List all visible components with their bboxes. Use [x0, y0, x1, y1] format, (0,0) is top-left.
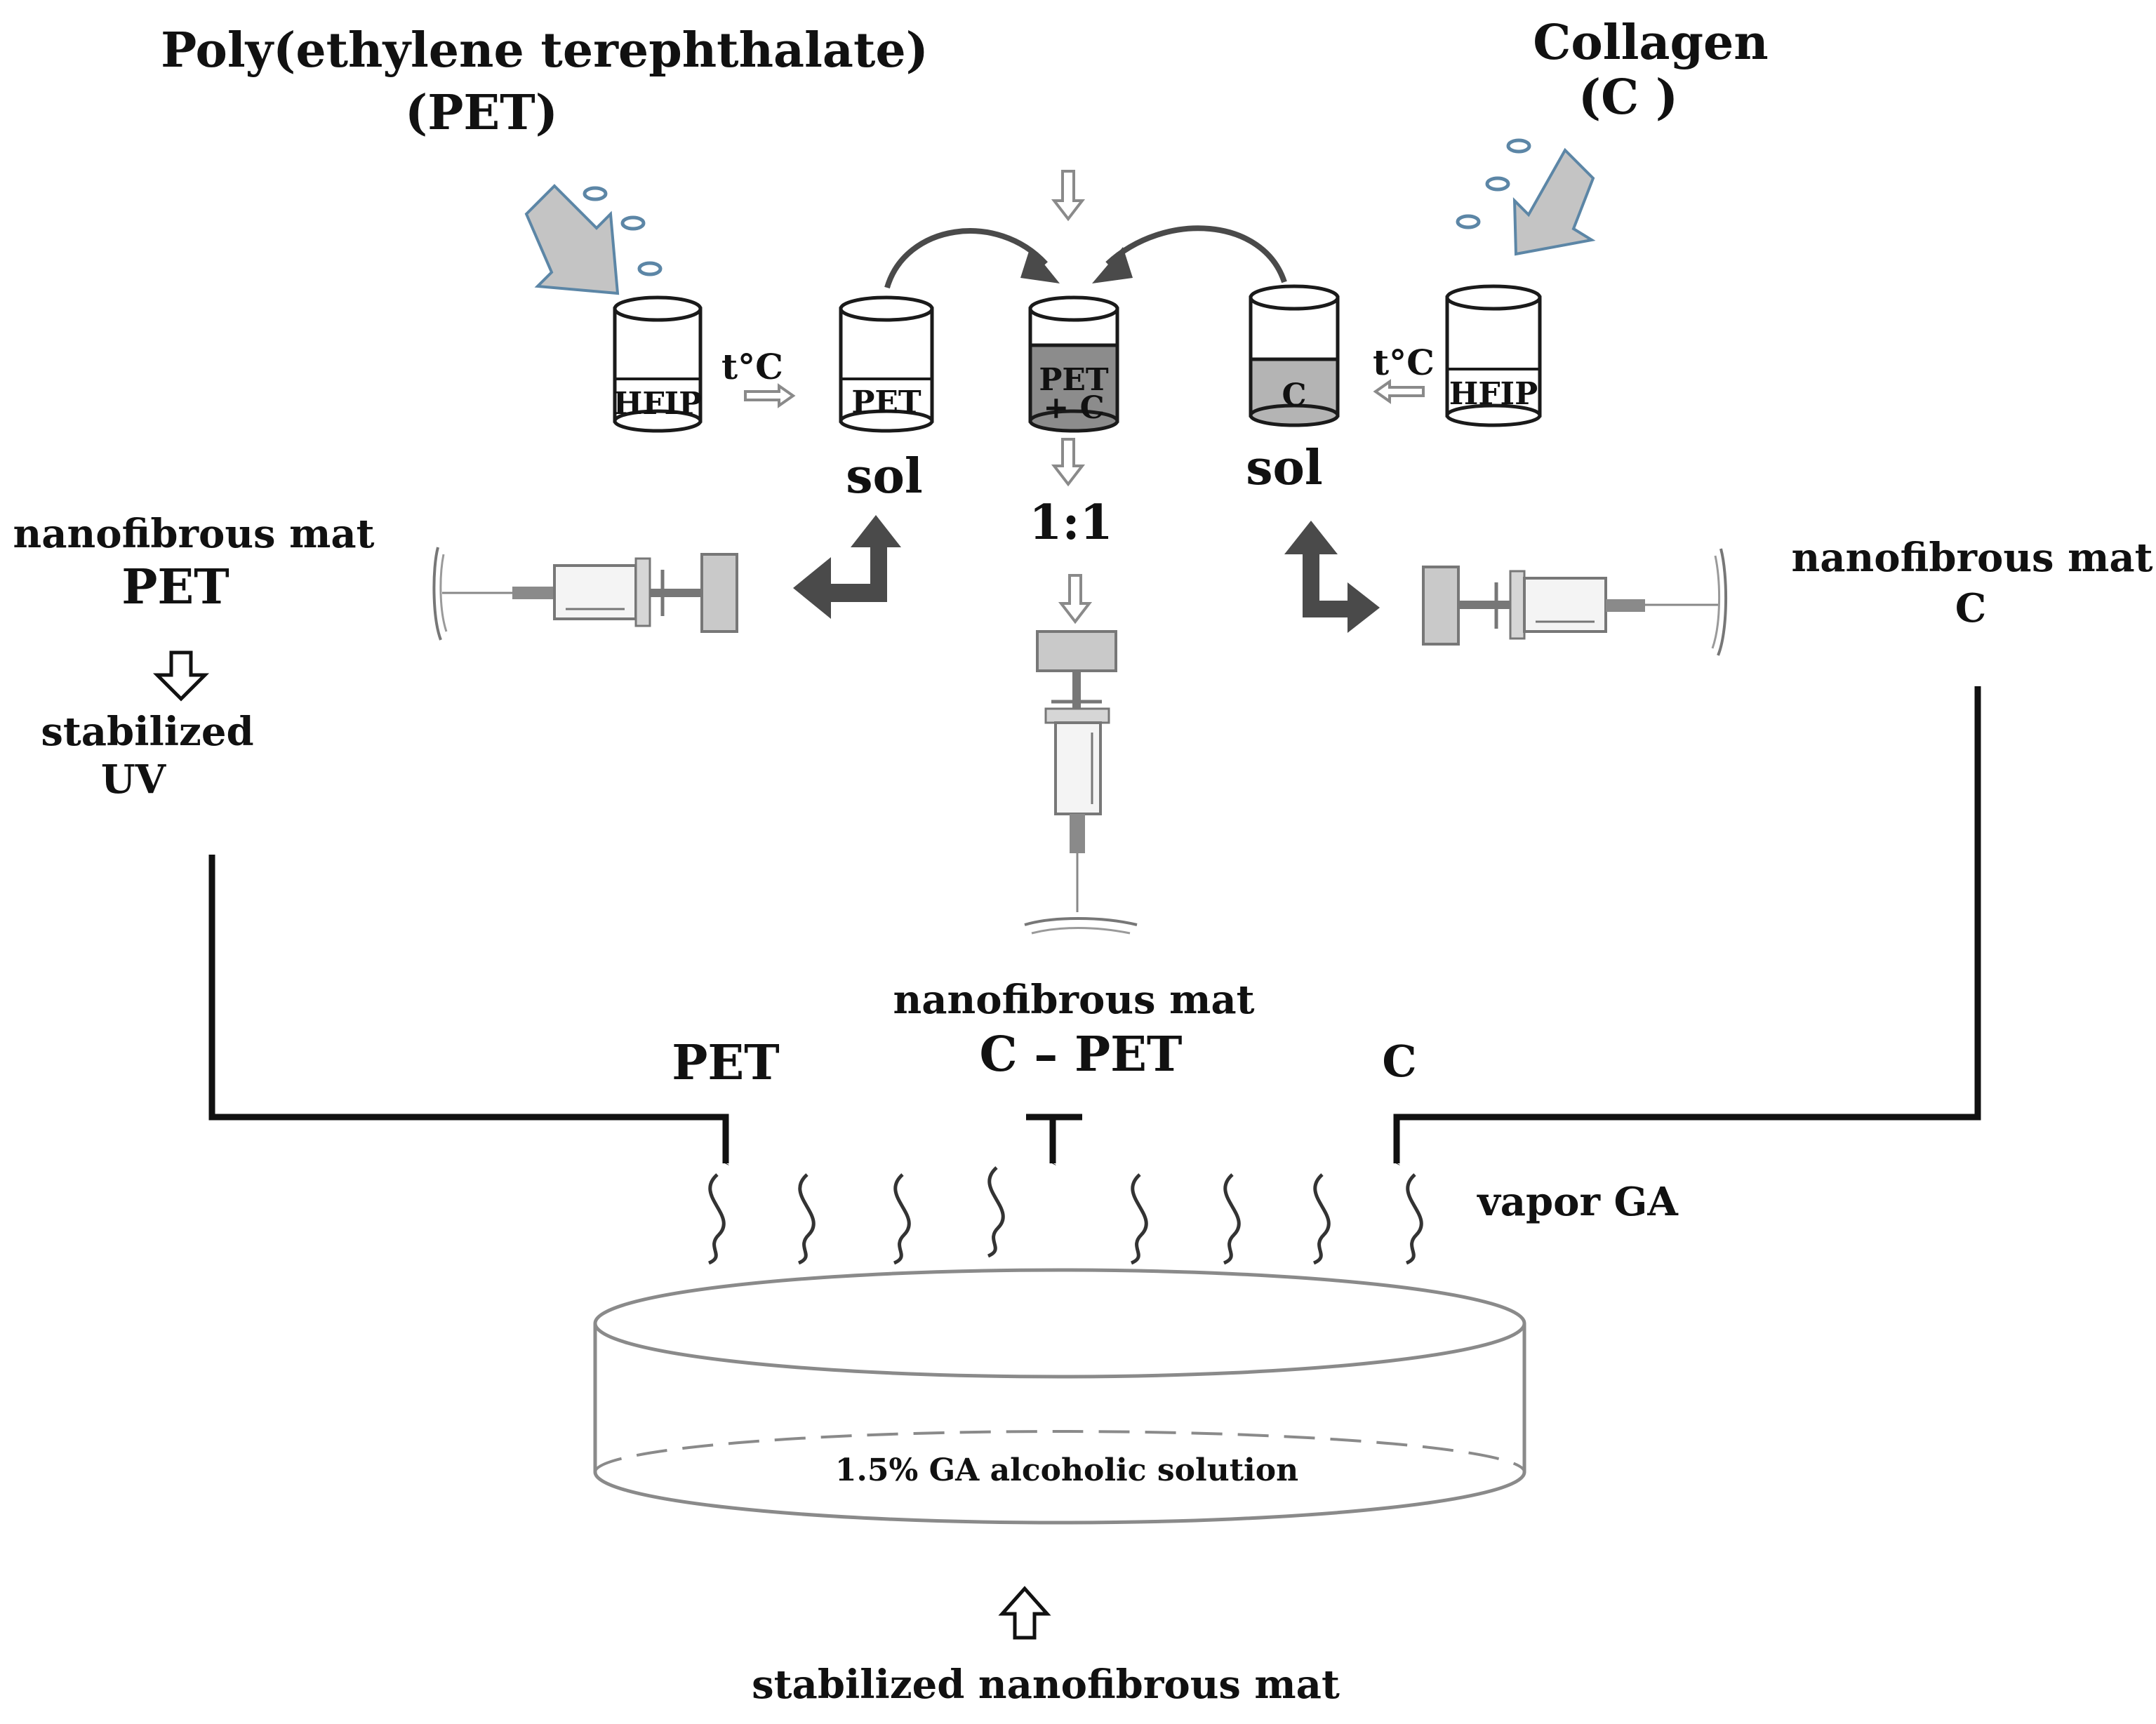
- collagen-solution-beaker: C: [1249, 284, 1340, 427]
- hfip-beaker-right: HFIP: [1445, 284, 1542, 427]
- heating-arrow-right-icon: [1373, 379, 1425, 404]
- right-mat-label: nanofibrous mat: [1792, 535, 2153, 581]
- left-mat-material: PET: [121, 559, 229, 615]
- collagen-sol-label: sol: [1246, 440, 1322, 496]
- mixture-beaker-label-top: PET: [1039, 362, 1109, 398]
- vapor-waves: [707, 1166, 1423, 1265]
- collagen-droplet-icon: [1456, 214, 1481, 229]
- left-down-arrow-icon: [152, 650, 210, 702]
- hfip-beaker-left: HFIP: [613, 295, 703, 433]
- pet-solution-beaker: PET: [839, 295, 934, 433]
- mixture-down-arrow-icon: [1051, 438, 1086, 487]
- footer-up-arrow-icon: [998, 1586, 1051, 1640]
- curved-arrow-left-head: [1020, 247, 1060, 283]
- right-syringe-icon: [1422, 548, 1728, 656]
- vapor-wave-icon: [1312, 1173, 1331, 1265]
- collagen-abbreviation: (C ): [1578, 69, 1678, 126]
- petri-dish-icon: [593, 1268, 1526, 1525]
- left-mat-label: nanofibrous mat: [13, 511, 375, 557]
- curved-arrow-right-icon: [1105, 225, 1287, 283]
- right-mat-material: C: [1955, 585, 1987, 632]
- vapor-wave-icon: [707, 1173, 726, 1265]
- right-connector-line: [1393, 686, 1981, 1163]
- collagen-pour-arrow-icon: [1512, 147, 1596, 256]
- left-elbow-arrow-icon: [793, 515, 901, 619]
- vapor-wave-icon: [893, 1173, 911, 1265]
- stabilized-label: stabilized: [41, 709, 253, 755]
- vapor-wave-icon: [1130, 1173, 1148, 1265]
- footer-label: stabilized nanofibrous mat: [752, 1662, 1340, 1708]
- collagen-beaker-label: C: [1282, 377, 1306, 413]
- pet-pour-arrow-icon: [524, 184, 620, 295]
- vapor-wave-icon: [1405, 1173, 1423, 1265]
- ratio-down-arrow-icon: [1058, 574, 1093, 624]
- pet-source-abbreviation: (PET): [405, 85, 558, 141]
- vapor-wave-icon: [987, 1166, 1005, 1258]
- uv-label: UV: [101, 756, 167, 803]
- heating-arrow-left-icon: [744, 383, 796, 408]
- curved-arrow-left-icon: [884, 228, 1048, 289]
- pet-droplet-icon: [620, 215, 646, 231]
- collagen-droplet-icon: [1485, 176, 1510, 192]
- hfip-beaker-right-label: HFIP: [1449, 376, 1538, 412]
- center-mat-label: nanofibrous mat: [893, 977, 1255, 1023]
- pet-sol-label: sol: [846, 448, 922, 504]
- vapor-ga-label: vapor GA: [1476, 1179, 1679, 1225]
- ga-solution-label: 1.5% GA alcoholic solution: [835, 1452, 1298, 1488]
- curved-arrow-right-head: [1092, 247, 1133, 283]
- collagen-label: Collagen: [1533, 15, 1768, 71]
- bottom-pet-label: PET: [672, 1035, 780, 1091]
- pet-droplet-icon: [637, 261, 663, 276]
- center-mat-material: C – PET: [979, 1027, 1182, 1083]
- bottom-c-label: C: [1382, 1036, 1416, 1087]
- pet-droplet-icon: [583, 186, 608, 201]
- hfip-beaker-left-label: HFIP: [613, 386, 702, 422]
- left-syringe-icon: [432, 547, 738, 641]
- ratio-label: 1:1: [1029, 495, 1113, 551]
- pet-source-label: Poly(ethylene terephthalate): [161, 22, 929, 79]
- vapor-wave-icon: [797, 1173, 816, 1265]
- collagen-droplet-icon: [1506, 138, 1531, 154]
- center-syringe-icon: [1024, 630, 1138, 935]
- top-down-arrow-icon: [1051, 170, 1086, 222]
- mixture-beaker-label-bottom: + C: [1043, 390, 1104, 426]
- right-elbow-arrow-icon: [1284, 521, 1380, 633]
- heating-label-right: t°C: [1373, 342, 1435, 383]
- left-connector-line: [208, 855, 729, 1163]
- pet-beaker-label: PET: [851, 385, 921, 420]
- pet-collagen-mixture-beaker: PET + C: [1028, 295, 1119, 433]
- heating-label-left: t°C: [721, 346, 783, 387]
- vapor-wave-icon: [1223, 1173, 1241, 1265]
